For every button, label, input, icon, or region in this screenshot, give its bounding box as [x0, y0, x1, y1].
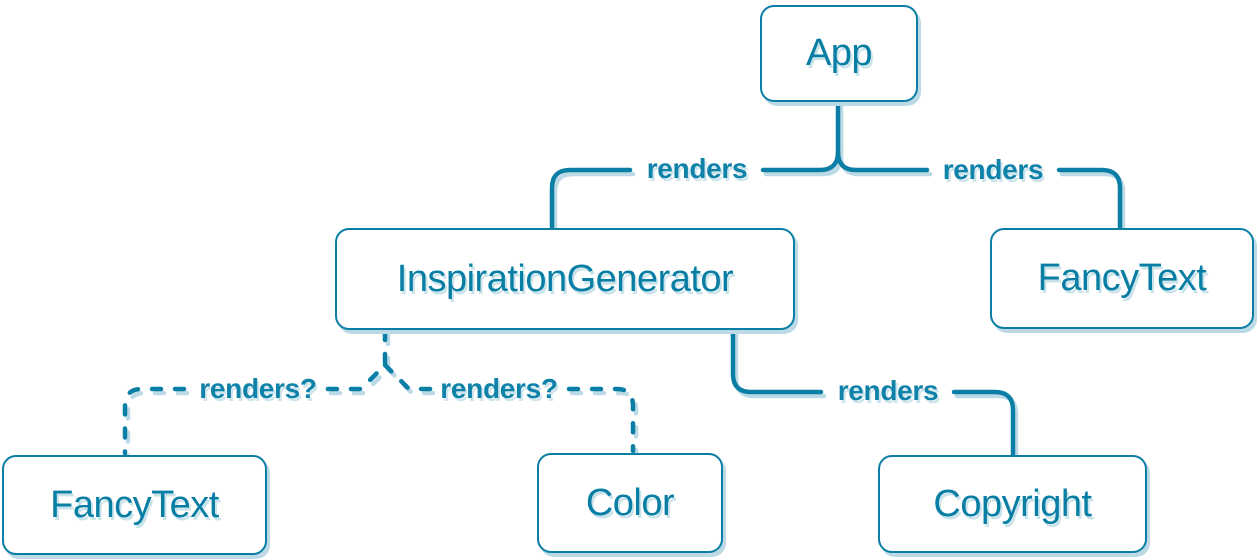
- edge-label-inspirationgenerator-color: renders?: [440, 373, 558, 404]
- edge-label-inspirationgenerator-fancytext: renders?: [199, 373, 317, 404]
- edge-inspirationgenerator-color-shadow: [385, 366, 639, 458]
- edge-inspirationgenerator-copyright: [730, 328, 1016, 457]
- edge-app-fancytext: [835, 149, 1123, 230]
- edge-label-app-inspirationgenerator: renders: [646, 153, 748, 184]
- node-app: App: [760, 5, 918, 102]
- node-inspiration-generator: InspirationGenerator: [335, 228, 795, 330]
- edge-inspirationgenerator-fancytext-dashed: [122, 328, 388, 456]
- edge-inspirationgenerator-color-dashed: [382, 362, 636, 454]
- edge-label-app-fancytext: renders: [942, 154, 1044, 185]
- node-color: Color: [537, 453, 723, 553]
- node-copyright: Copyright: [878, 455, 1147, 553]
- node-fancy-text-bottom: FancyText: [2, 455, 267, 555]
- edge-inspirationgenerator-fancytext-shadow: [125, 332, 391, 460]
- edge-label-inspirationgenerator-copyright: renders: [837, 375, 939, 406]
- node-fancy-text-top: FancyText: [990, 228, 1254, 329]
- edge-strokes: [122, 98, 1123, 457]
